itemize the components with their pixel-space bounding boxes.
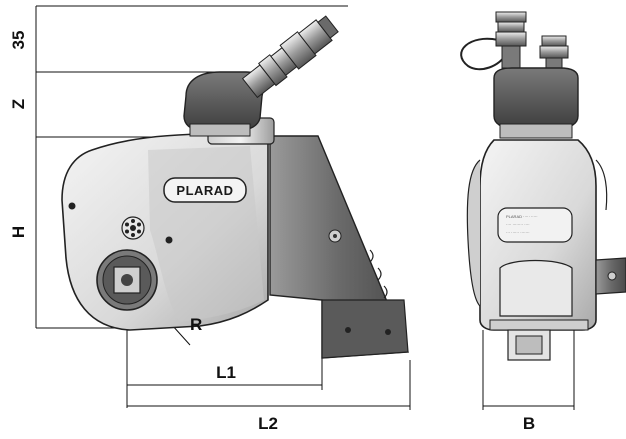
dim-label-b: B <box>523 414 535 433</box>
dim-label-35: 35 <box>9 31 28 50</box>
hydraulic-swivel-coupling-icon <box>241 15 339 99</box>
dim-label-l2: L2 <box>258 414 278 433</box>
dimension-lines <box>35 5 575 410</box>
spec-plate <box>497 207 573 243</box>
dim-label-h: H <box>9 226 28 238</box>
dim-label-l1: L1 <box>216 363 236 382</box>
front-view: PLARAD ····· ····· ···· ········ ···· ··… <box>460 11 626 361</box>
dim-label-r: R <box>190 315 202 334</box>
svg-text:···· ········ ····: ···· ········ ···· <box>506 222 530 227</box>
dim-label-z: Z <box>9 99 28 109</box>
side-view: PLARAD <box>61 15 410 359</box>
svg-text:PLARAD ····· ·····: PLARAD ····· ····· <box>506 214 538 219</box>
svg-text:··· ······ ·······: ··· ······ ······· <box>506 230 530 235</box>
cog-icon <box>121 216 145 240</box>
coupling-top <box>495 11 569 73</box>
brand-plate <box>163 177 247 203</box>
square-drive-icon <box>96 249 158 311</box>
brand-name: PLARAD <box>176 183 233 198</box>
